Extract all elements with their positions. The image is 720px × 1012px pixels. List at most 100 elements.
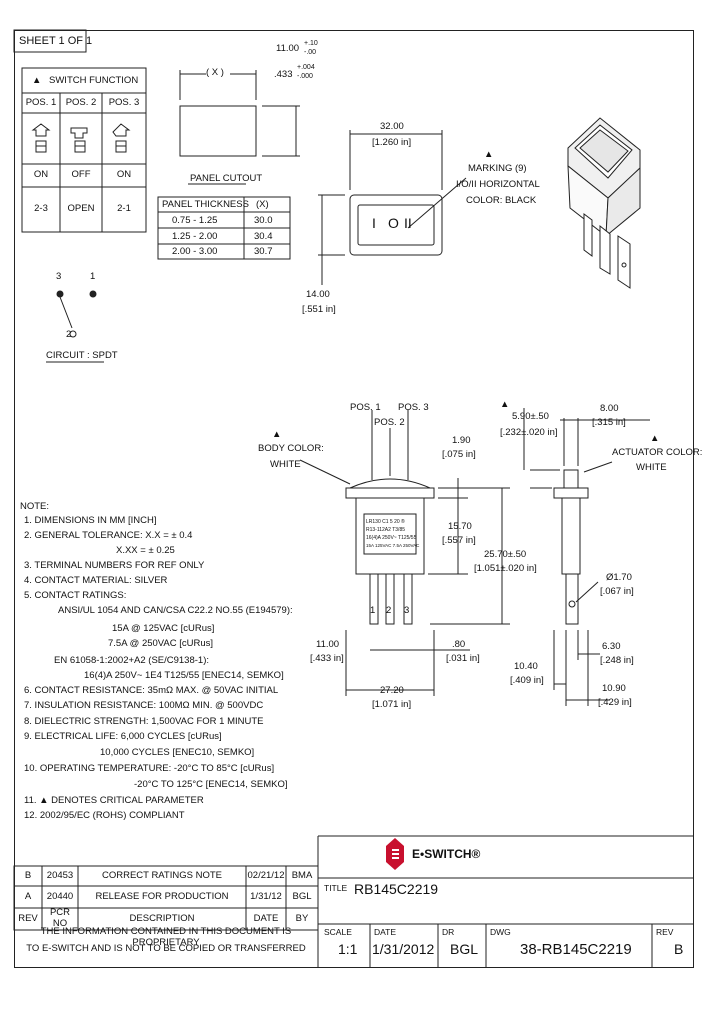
- pos3-state: ON: [116, 169, 132, 181]
- panel-row3-x: 30.7: [254, 246, 273, 257]
- panel-tol-in-minus: -.000: [297, 73, 313, 80]
- date-label: DATE: [374, 927, 397, 937]
- rocker-icon-pos1: [31, 123, 51, 153]
- actuator-color-line2: WHITE: [636, 462, 667, 473]
- dim-630-in: [.248 in]: [600, 655, 634, 666]
- rev-row2-pcr: 20440: [46, 890, 74, 902]
- marking-line3: COLOR: BLACK: [466, 195, 537, 206]
- marking-line2: I/O/II HORIZONTAL: [456, 179, 540, 190]
- side-pos3: POS. 3: [398, 402, 429, 413]
- rev-header-by: BY: [295, 912, 309, 924]
- panel-cutout-label: PANEL CUTOUT: [190, 173, 263, 184]
- rev-row1-rev: B: [24, 869, 32, 881]
- dim-080-mm: .80: [452, 639, 466, 650]
- dwg-value: 38-RB145C2219: [520, 941, 632, 958]
- body-color-line2: WHITE: [270, 459, 301, 470]
- switch-function-table: [21, 67, 147, 233]
- rev-row1-date: 02/21/12: [247, 869, 285, 881]
- panel-row1-thickness: 0.75 - 1.25: [172, 214, 218, 226]
- dim-2720-mm: 27.20: [380, 685, 404, 696]
- symbol-on-2: II: [404, 215, 412, 231]
- circuit-diagram: [46, 290, 104, 363]
- dim-590-in: [.232±.020 in]: [500, 427, 558, 438]
- note-line: 3. TERMINAL NUMBERS FOR REF ONLY: [24, 560, 205, 571]
- notes-heading: NOTE:: [20, 501, 50, 512]
- proprietary-line2: TO E-SWITCH AND IS NOT TO BE COPIED OR T…: [26, 942, 306, 954]
- panel-table-header-thickness: PANEL THICKNESS: [162, 199, 249, 210]
- panel-tol-in-plus: +.004: [297, 64, 315, 71]
- rev-row2-by: BGL: [292, 890, 312, 902]
- marking-triangle: ▲: [484, 149, 494, 160]
- dr-value: BGL: [450, 941, 479, 957]
- rev-label: REV: [656, 927, 674, 937]
- dim-170-mm: Ø1.70: [606, 572, 632, 583]
- panel-tol-mm-minus: -.00: [304, 49, 317, 56]
- body-color-line1: BODY COLOR:: [258, 443, 324, 454]
- dim-1040-mm: 10.40: [514, 661, 538, 672]
- body-label-line3: 16(4)A 250V~ T125/55: [366, 535, 417, 541]
- rev-row1-pcr: 20453: [46, 869, 74, 881]
- panel-row2-thickness: 1.25 - 2.00: [172, 230, 218, 242]
- rev-value: B: [674, 941, 684, 957]
- pos1-state: ON: [33, 169, 49, 181]
- note-line: 6. CONTACT RESISTANCE: 35mΩ MAX. @ 50VAC…: [24, 685, 279, 696]
- panel-width-mm: 11.00: [276, 43, 300, 54]
- body-triangle: ▲: [272, 429, 282, 440]
- dim-080-in: [.031 in]: [446, 653, 480, 664]
- circuit-terminal-3: 3: [56, 271, 62, 282]
- rev-row1-by: BMA: [291, 869, 313, 881]
- switch-function-title: SWITCH FUNCTION: [49, 75, 139, 86]
- note-line: 7. INSULATION RESISTANCE: 100MΩ MIN. @ 5…: [24, 700, 264, 711]
- note-line: 8. DIELECTRIC STRENGTH: 1,500VAC FOR 1 M…: [24, 716, 264, 727]
- body-label-line1: LR130 C1 5 20 ®: [366, 519, 405, 525]
- side-view-drawing: [299, 410, 510, 696]
- panel-table-header-x: (X): [256, 199, 269, 210]
- rev-header-rev: REV: [18, 912, 38, 924]
- scale-label: SCALE: [324, 927, 352, 937]
- rev-row2-rev: A: [24, 890, 32, 902]
- pos2-state: OFF: [71, 169, 91, 181]
- scale-value: 1:1: [338, 941, 358, 957]
- sheet-label: SHEET 1 OF 1: [19, 35, 93, 47]
- body-label-line2: R13-112A2 T3/85: [366, 527, 406, 533]
- note-line: 16(4)A 250V~ 1E4 T125/55 [ENEC14, SEMKO]: [84, 670, 284, 681]
- marking-line1: MARKING (9): [468, 163, 527, 174]
- dim-190-in: [.075 in]: [442, 449, 476, 460]
- front-view-drawing: [318, 130, 467, 285]
- pos3-header: POS. 3: [108, 96, 140, 108]
- dim-1570-in: [.557 in]: [442, 535, 476, 546]
- dim-1570-mm: 15.70: [448, 521, 472, 532]
- panel-row3-thickness: 2.00 - 3.00: [172, 246, 218, 257]
- end-view-drawing: [523, 408, 650, 706]
- dim-170-in: [.067 in]: [600, 586, 634, 597]
- title-block-lines: [13, 835, 694, 968]
- circuit-terminal-1: 1: [90, 271, 96, 282]
- pos2-header: POS. 2: [65, 96, 97, 108]
- rev-row2-date: 1/31/12: [250, 890, 282, 902]
- brand-name: E•SWITCH®: [412, 847, 481, 861]
- circuit-terminal-2: 2: [66, 329, 72, 340]
- note-line: 15A @ 125VAC [cURus]: [112, 623, 215, 634]
- front-width-mm: 32.00: [380, 121, 404, 132]
- panel-x-label: ( X ): [206, 67, 224, 78]
- note-line: ANSI/UL 1054 AND CAN/CSA C22.2 NO.55 (E1…: [58, 605, 293, 616]
- note-line: 9. ELECTRICAL LIFE: 6,000 CYCLES [cURus]: [24, 731, 222, 742]
- switch-function-triangle: ▲: [32, 75, 42, 86]
- dim-1090-in: [.429 in]: [598, 697, 632, 708]
- actuator-color-line1: ACTUATOR COLOR:: [612, 447, 703, 458]
- panel-width-in: .433: [274, 69, 293, 80]
- pos2-connection: OPEN: [67, 203, 95, 215]
- title-label: TITLE: [324, 883, 348, 893]
- front-width-in: [1.260 in]: [372, 137, 412, 148]
- rocker-icon-pos2: [70, 127, 88, 153]
- note-line: 7.5A @ 250VAC [cURus]: [108, 638, 214, 649]
- rev-header-desc: DESCRIPTION: [129, 912, 195, 924]
- dim-190-mm: 1.90: [452, 435, 471, 446]
- front-height-mm: 14.00: [306, 289, 330, 300]
- e-switch-logo: [386, 838, 404, 870]
- note-line: 1. DIMENSIONS IN MM [INCH]: [24, 515, 157, 526]
- front-height-in: [.551 in]: [302, 304, 336, 315]
- body-label-line4: 15A 125VAC 7.5A 250VAC: [366, 543, 420, 548]
- dim-590-mm: 5.90±.50: [512, 411, 549, 422]
- dim-1100-mm: 11.00: [316, 639, 340, 650]
